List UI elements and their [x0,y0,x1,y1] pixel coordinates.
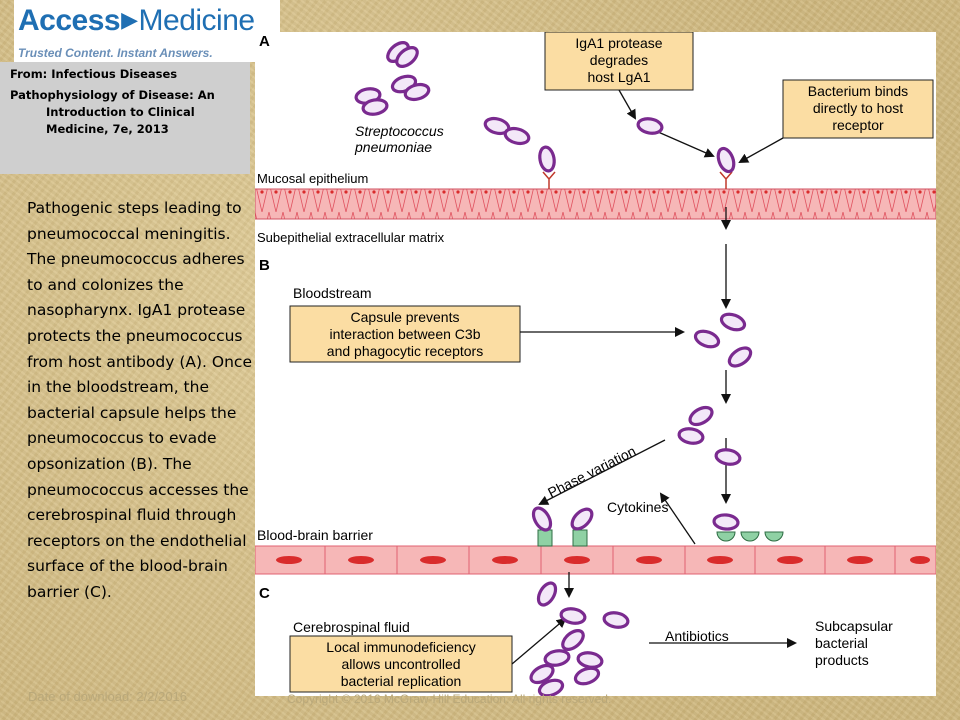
streptococcus-label: pneumoniae [354,139,432,155]
pneumococcus-bacterium [677,427,705,445]
pneumococcus-bacterium [688,405,714,427]
box-line: Capsule prevents [351,309,460,325]
pneumococcus-bacterium [716,146,736,174]
subcapsular-label: bacterial [815,635,868,651]
pneumococcus-bacterium [570,507,594,531]
box-line: receptor [832,117,884,133]
download-date: Date of download: 2/2/2016 [28,689,188,704]
pneumococcus-bacterium [714,448,742,466]
pneumococcus-bacterium [529,663,555,685]
pneumococcus-bacterium [719,312,747,332]
source-from: From: Infectious Diseases [10,67,178,81]
source-book-line: Medicine, 7e, 2013 [46,122,169,136]
iga-protease-box: IgA1 protease degrades host LgA1 [544,32,694,91]
blood-brain-barrier-layer [255,545,936,575]
figure-canvas: A B C IgA1 protease degrades host LgA1 B… [255,32,936,696]
pneumococcus-bacterium [636,117,664,135]
box-line: interaction between C3b [330,326,481,342]
endothelial-receptors [537,529,784,547]
blood-brain-barrier-label: Blood-brain barrier [257,527,373,543]
pneumococcus-bacterium [573,666,601,686]
mucosal-receptors [542,171,733,189]
panel-label-c: C [259,585,270,602]
pneumococcus-bacterium [559,607,587,625]
subcapsular-label: products [815,652,869,668]
pneumococcus-bacterium [602,611,630,629]
box-line: Local immunodeficiency [326,639,475,655]
box-line: allows uncontrolled [341,656,460,672]
pneumococcus-bacterium [403,82,431,102]
source-book-line: Introduction to Clinical [46,105,195,119]
pneumococcus-bacterium [537,678,565,696]
pneumococcus-bacterium [538,145,556,173]
panel-label-b: B [259,257,270,274]
logo-tagline: Trusted Content. Instant Answers. [18,46,213,60]
pneumococcus-bacterium [693,329,721,349]
mucosal-epithelium-label: Mucosal epithelium [257,171,368,186]
box-line: host LgA1 [587,69,650,85]
logo-wordmark: Access▶Medicine [18,4,255,37]
pneumococcus-bacterium [503,126,531,146]
box-line: and phagocytic receptors [327,343,483,359]
pneumococcus-bacterium [536,581,558,607]
source-book: Pathophysiology of Disease: An Introduct… [10,87,240,138]
bacterium-binds-box: Bacterium binds directly to host recepto… [782,79,934,139]
pneumococcus-bacterium [543,649,571,667]
panel-label-a: A [259,33,270,50]
pneumococcus-bacterium [395,46,419,68]
accessmedicine-logo[interactable]: Access▶Medicine Trusted Content. Instant… [14,0,280,62]
pneumococcus-bacterium [531,506,553,532]
box-line: directly to host [813,100,903,116]
streptococcus-label: Streptococcus [355,123,444,139]
pneumococcal-meningitis-figure: A B C IgA1 protease degrades host LgA1 B… [255,32,936,696]
immunodeficiency-box: Local immunodeficiency allows uncontroll… [289,635,513,693]
subepithelial-label: Subepithelial extracellular matrix [257,230,445,245]
antibiotics-label: Antibiotics [665,628,729,644]
phase-variation-label: Phase variation [545,443,638,501]
box-line: degrades [590,52,648,68]
capsule-prevents-box: Capsule prevents interaction between C3b… [289,305,521,363]
bloodstream-label: Bloodstream [293,285,372,301]
pneumococcus-bacterium [712,513,740,531]
source-book-line: Pathophysiology of Disease: An [10,88,215,102]
box-line: IgA1 protease [575,35,662,51]
box-line: Bacterium binds [808,83,908,99]
box-line: bacterial replication [341,673,462,689]
logo-arrow-icon: ▶ [121,7,138,32]
subcapsular-label: Subcapsular [815,618,893,634]
pneumococcus-bacterium [727,346,753,368]
pneumococcus-bacterium [361,98,389,116]
pneumococcus-bacterium [576,651,604,669]
csf-label: Cerebrospinal fluid [293,619,410,635]
mucosal-epithelium-layer [255,188,936,220]
copyright-notice: Copyright © 2016 McGraw-Hill Education. … [287,692,612,706]
cytokines-label: Cytokines [607,499,668,515]
process-arrows [511,89,797,665]
pneumococcus-bacterium [561,629,585,651]
figure-caption: Pathogenic steps leading to pneumococcal… [27,199,252,601]
source-citation: From: Infectious Diseases Pathophysiolog… [0,62,250,174]
